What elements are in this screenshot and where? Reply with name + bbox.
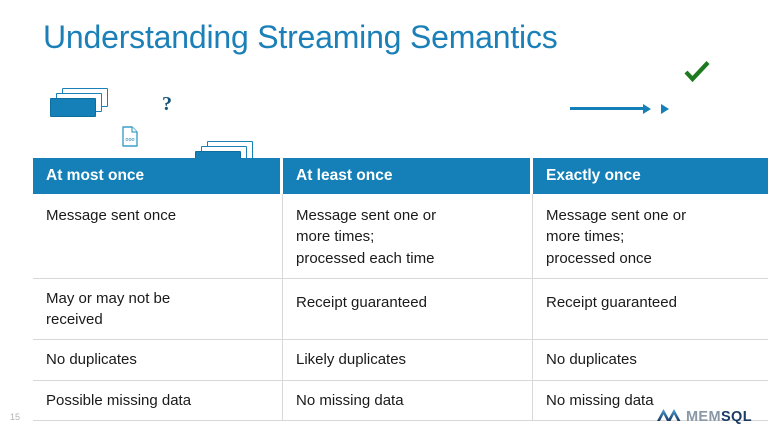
cell-text-line: May or may not be <box>46 289 171 307</box>
memsql-logo-mark-icon <box>656 407 681 427</box>
cell-text-line: processed each time <box>296 249 435 267</box>
cell-text-line: Message sent once <box>46 207 177 224</box>
cell-text-line: Receipt guaranteed <box>296 293 427 311</box>
cell-text-line: more times; <box>296 228 375 246</box>
stack-card-front <box>50 98 96 117</box>
table-header-row: At most once At least once Exactly once <box>33 158 768 194</box>
cell-text-line: No duplicates <box>46 351 137 369</box>
table-cell: No duplicates <box>533 340 768 381</box>
table-row: Possible missing data No missing data No… <box>33 380 768 422</box>
page-title: Understanding Streaming Semantics <box>43 19 558 55</box>
cell-text-line: Message sent one or <box>296 207 437 224</box>
cell-text-line: more times; <box>546 228 625 246</box>
message-stack-icon <box>50 88 110 120</box>
table-cell: No duplicates <box>33 340 283 381</box>
column-header-at-least-once: At least once <box>283 158 533 194</box>
cell-text-line: Possible missing data <box>46 391 192 409</box>
green-check-icon <box>683 60 711 89</box>
cell-text-line: processed once <box>546 249 652 267</box>
document-icon: ooo <box>122 126 768 147</box>
memsql-logo: MEMSQL <box>656 407 752 427</box>
svg-text:ooo: ooo <box>125 137 134 143</box>
cell-text-line: Likely duplicates <box>296 351 407 369</box>
semantics-comparison-table: At most once At least once Exactly once … <box>33 158 768 422</box>
table-cell: Message sent one or more times; processe… <box>533 194 768 279</box>
table-row: Message sent once Message sent one or mo… <box>33 194 768 279</box>
cell-text-line: No duplicates <box>546 351 637 369</box>
cell-text-line: No missing data <box>296 391 404 409</box>
cell-text-line: No missing data <box>546 391 654 409</box>
column-header-exactly-once: Exactly once <box>533 158 768 194</box>
memsql-logo-text: MEMSQL <box>686 409 752 425</box>
table-cell: Receipt guaranteed <box>283 278 533 341</box>
streaming-semantics-diagram: ooo ? ooo ooo ooo <box>0 60 768 403</box>
table-cell: Possible missing data <box>33 380 283 422</box>
logo-text-mem: MEM <box>685 409 721 425</box>
table-cell: No missing data <box>283 380 533 422</box>
table-cell: May or may not be received <box>33 278 283 341</box>
connector-arrowhead <box>661 103 669 114</box>
connector-line <box>570 107 644 110</box>
table-cell: No missing data <box>533 380 768 422</box>
table-cell: Message sent one or more times; processe… <box>283 194 533 279</box>
question-mark-icon: ? <box>162 93 172 115</box>
table-cell: Receipt guaranteed <box>533 278 768 341</box>
logo-text-sql: SQL <box>720 409 752 425</box>
table-row: May or may not be received Receipt guara… <box>33 278 768 341</box>
cell-text-line: Receipt guaranteed <box>546 293 677 311</box>
connector-arrowhead <box>643 103 651 114</box>
slide-number: 15 <box>10 412 21 422</box>
table-cell: Likely duplicates <box>283 340 533 381</box>
table-cell: Message sent once <box>33 194 283 279</box>
cell-text-line: Message sent one or <box>546 207 687 224</box>
table-row: No duplicates Likely duplicates No dupli… <box>33 340 768 381</box>
column-header-at-most-once: At most once <box>33 158 283 194</box>
cell-text-line: received <box>46 311 103 329</box>
